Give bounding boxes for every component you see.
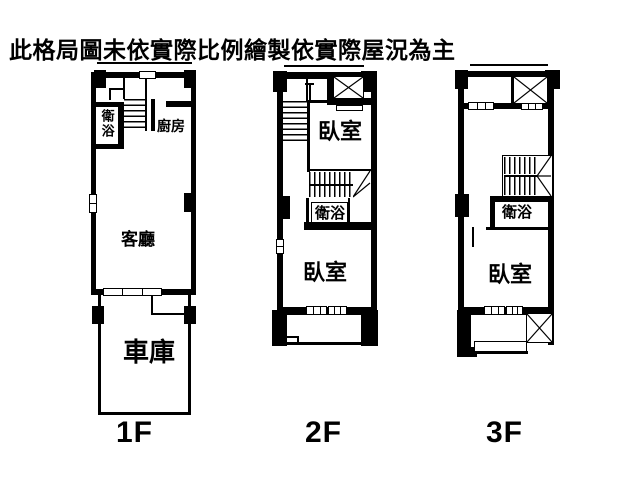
floor-label-2f: 2F [305,416,343,449]
wall [166,101,191,107]
balcony-x-icon [526,313,553,343]
wall [277,72,377,79]
garage-wall [98,412,191,415]
stair-treads [124,99,145,131]
column [272,310,287,346]
column [545,70,560,89]
eave-line [284,65,364,67]
wall [304,222,371,230]
room-label-bathroom-3f: 衛浴 [502,204,533,221]
wall [96,102,123,107]
partition-line [348,198,350,225]
stair-direction-mark [109,88,111,100]
wall [96,144,124,149]
stair-winder [537,156,552,196]
column [361,71,377,92]
column [184,70,196,88]
column [277,196,290,219]
window [306,306,327,315]
window [484,306,505,315]
column [184,306,196,324]
wall [277,307,377,315]
room-label-bedroom-upper-2f: 臥室 [318,119,363,144]
stair-landing-line [504,175,537,177]
stair-direction-mark [109,88,125,90]
wall [191,72,196,295]
column [273,71,287,92]
entry-door [139,71,156,79]
stair-direction-mark [305,83,314,85]
room-label-bathroom-1f: 衛浴 [99,109,115,139]
room-label-bathroom-2f: 衛浴 [315,205,346,222]
balcony-wall [469,351,528,354]
column [455,70,468,89]
column [94,70,106,88]
wall [91,72,96,295]
column [361,310,378,346]
window [468,102,494,110]
column [92,306,104,324]
partition-wall [307,100,371,103]
floor-label-3f: 3F [486,416,524,449]
step-line [151,313,190,315]
stair-direction-mark [309,83,311,100]
step-line [286,336,299,338]
wall [458,71,464,315]
stair-treads [504,177,537,195]
wall [458,71,554,77]
stair-edge [145,78,147,131]
partition-wall [306,198,309,228]
stair-treads [283,101,307,142]
stair-winder [353,171,371,198]
disclaimer-title: 此格局圖未依實際比例繪製依實際屋況為主 [9,37,456,63]
eave-line [470,64,548,66]
wall [118,102,124,149]
window [276,239,284,254]
garage-wall [98,295,101,415]
stair-treads [309,172,353,184]
room-label-bedroom-3f: 臥室 [488,262,533,287]
wall [371,72,377,315]
eave-line [97,62,192,64]
partition-line [511,77,513,103]
partition-line [486,227,553,230]
step-line [151,295,153,315]
column [184,193,196,212]
balcony-wall [457,310,471,357]
column [457,347,477,357]
vent-box [336,105,363,111]
step-line [297,336,299,344]
stair-treads [309,186,353,197]
stair-edge [306,78,308,101]
shaft-x-icon [333,76,364,99]
balcony-wall [286,342,362,345]
wall [490,196,554,202]
column [455,194,469,217]
window [506,306,523,315]
skylight-x-icon [513,76,548,104]
window [328,306,347,315]
wall [151,99,155,131]
room-label-kitchen-1f: 廚房 [157,118,185,134]
floor-label-1f: 1F [116,416,154,449]
window [103,288,162,296]
room-label-garage-1f: 車庫 [123,337,176,367]
stair-landing-line [309,184,353,186]
wall [277,72,283,315]
room-label-bedroom-lower-2f: 臥室 [303,260,348,285]
stair-edge [307,169,371,171]
room-label-living-1f: 客廳 [121,230,155,249]
garage-wall [188,295,191,415]
wall [490,196,495,228]
window [89,194,97,213]
partition-wall [307,100,310,172]
wall [327,77,333,105]
door-leaf-line [472,227,474,247]
wall [458,103,554,109]
stair-treads [504,157,537,174]
